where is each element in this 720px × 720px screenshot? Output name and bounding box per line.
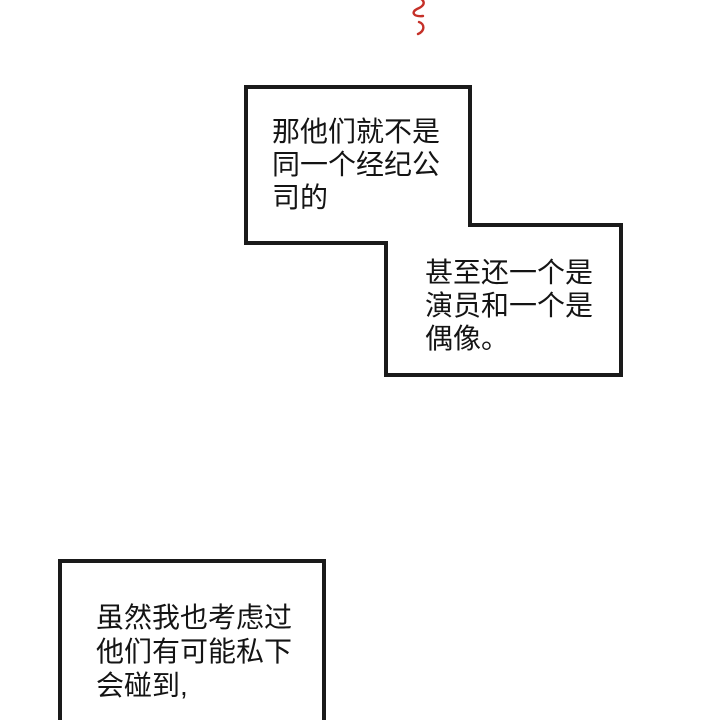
speech-bubble-middle	[384, 223, 623, 377]
speech-bubble-bottom	[58, 559, 326, 720]
bubble-text-line: 甚至还一个是	[425, 257, 594, 288]
bubble-text-line: 演员和一个是	[425, 290, 594, 321]
bubble-text-line: 司的	[272, 182, 329, 213]
bubble-join-patch	[384, 223, 468, 241]
bubble-text-line: 他们有可能私下	[96, 636, 293, 667]
bubble-bottom-text: 虽然我也考虑过 他们有可能私下 会碰到,	[96, 601, 292, 703]
bubble-middle-text: 甚至还一个是 演员和一个是 偶像。	[425, 256, 593, 355]
bubble-text-line: 偶像。	[425, 323, 510, 354]
bubble-text-line: 虽然我也考虑过	[96, 602, 293, 633]
bubble-text-line: 那他们就不是	[272, 116, 441, 147]
bubble-text-line: 同一个经纪公	[272, 149, 441, 180]
bubble-text-line: 会碰到,	[96, 670, 188, 701]
speech-bubble-top	[244, 85, 472, 245]
bubble-top-text: 那他们就不是 同一个经纪公 司的	[272, 115, 440, 214]
red-scribble-icon	[412, 0, 425, 36]
